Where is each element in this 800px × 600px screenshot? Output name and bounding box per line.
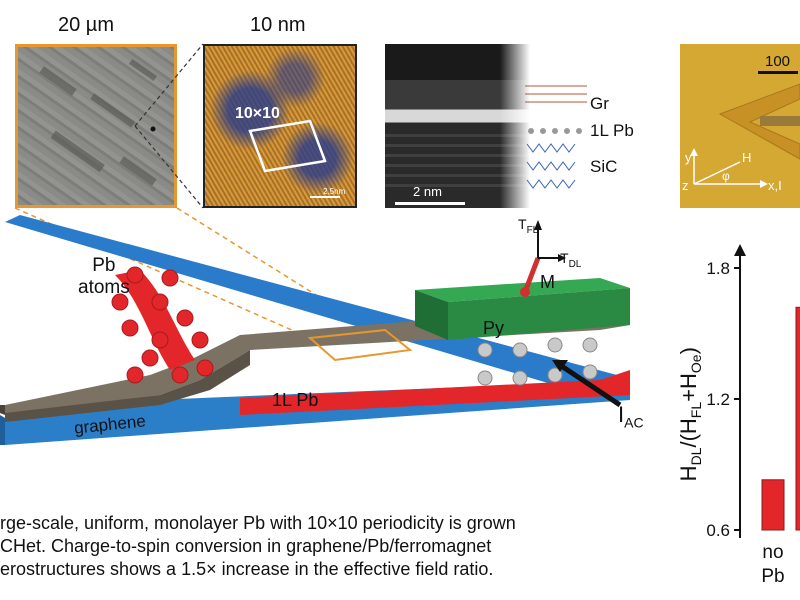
caption-line-3: erostructures shows a 1.5× increase in t… bbox=[0, 558, 670, 581]
pb-atoms-label-line2: atoms bbox=[78, 277, 130, 298]
y-tick-label: 1.2 bbox=[706, 390, 730, 409]
x-tick-label: no bbox=[762, 542, 783, 563]
tem-scale-label: 2 nm bbox=[413, 184, 442, 199]
effective-field-ratio-chart: 0.61.21.8noPbP bbox=[680, 240, 800, 600]
stm-periodicity-label: 10×10 bbox=[235, 105, 280, 122]
stm-image: 10×10 2.5nm bbox=[203, 44, 357, 208]
legend-pb: 1L Pb bbox=[590, 121, 634, 141]
sic-label: SiC bbox=[74, 448, 101, 468]
pb-atoms-label-line1: Pb bbox=[92, 255, 115, 276]
stm-inset-scale-label: 2.5nm bbox=[323, 187, 346, 196]
axis-x-label: x,I bbox=[768, 178, 782, 193]
bar-1 bbox=[762, 480, 784, 530]
y-axis-arrow bbox=[734, 244, 746, 256]
y-tick-label: 0.6 bbox=[706, 521, 730, 540]
py-label: Py bbox=[483, 318, 504, 339]
iac-subscript: AC bbox=[624, 414, 643, 430]
legend-sic: SiC bbox=[590, 157, 617, 177]
legend-gr: Gr bbox=[590, 94, 609, 114]
device-optical-image: 100 y z x,I H φ bbox=[680, 44, 800, 208]
caption: rge-scale, uniform, monolayer Pb with 10… bbox=[0, 512, 670, 581]
layer-legend-graphic bbox=[525, 44, 595, 208]
pb-atoms-label: Pb atoms bbox=[78, 255, 130, 299]
stm-scale-label: 10 nm bbox=[250, 14, 306, 37]
caption-line-2: CHet. Charge-to-spin conversion in graph… bbox=[0, 535, 670, 558]
m-label: M bbox=[540, 272, 555, 293]
tfl-symbol: T bbox=[518, 216, 527, 232]
caption-line-1: rge-scale, uniform, monolayer Pb with 10… bbox=[0, 512, 670, 535]
tdl-label: TDL bbox=[560, 250, 581, 270]
x-tick-label: Pb bbox=[761, 566, 784, 587]
y-tick-label: 1.8 bbox=[706, 259, 730, 278]
iac-label: IAC bbox=[618, 402, 644, 430]
optical-scale-label: 100 bbox=[765, 53, 790, 70]
axis-y-label: y bbox=[685, 150, 692, 165]
axis-phi-label: φ bbox=[722, 169, 730, 183]
axis-z-label: z bbox=[682, 178, 689, 193]
bar-2 bbox=[796, 307, 800, 530]
axis-h-label: H bbox=[742, 150, 751, 165]
tfl-label: TFL bbox=[518, 216, 538, 236]
tdl-symbol: T bbox=[560, 250, 569, 266]
tfl-subscript: FL bbox=[527, 225, 539, 236]
sem-image bbox=[15, 44, 177, 208]
pb-layer-label: 1L Pb bbox=[272, 390, 318, 411]
sem-scale-label: 20 µm bbox=[58, 14, 114, 37]
tdl-subscript: DL bbox=[569, 259, 582, 270]
